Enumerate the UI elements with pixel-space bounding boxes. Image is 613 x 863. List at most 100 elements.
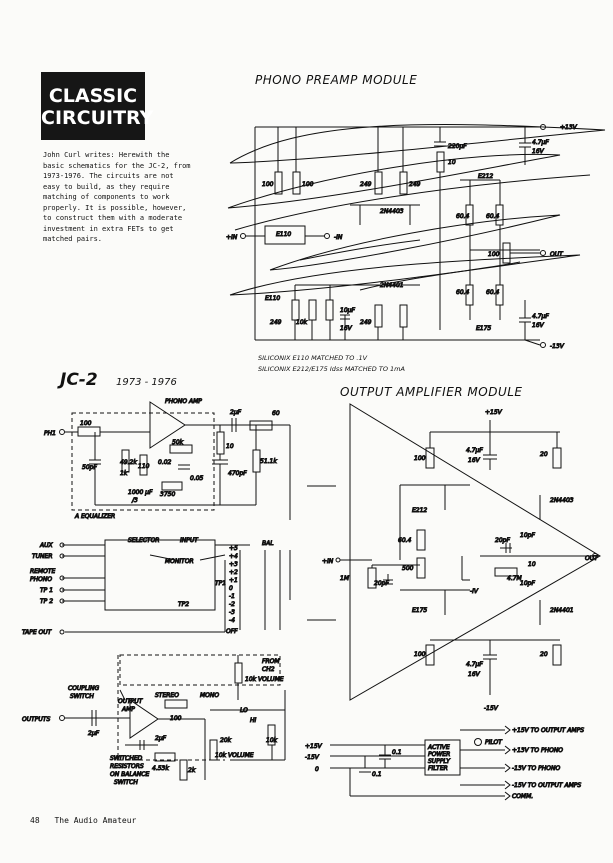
page-footer: 48 The Audio Amateur — [30, 816, 146, 825]
label-out-c20b: 20pF — [495, 537, 510, 544]
label-jc2-step-2: +3 — [229, 561, 238, 568]
phono-note-1: SILICONIX E110 MATCHED TO .1V — [258, 354, 368, 362]
label-ps-m15: -15V — [305, 754, 320, 761]
label-jc2-sw3: ON BALANCE — [110, 771, 149, 778]
label-jc2-step-0: +5 — [229, 545, 238, 552]
label-out-e212: E212 — [412, 507, 427, 514]
label-jc2-c2: 2µF — [230, 409, 242, 416]
label-jc2-tp1: TP 1 — [40, 587, 53, 594]
label-out-e175: E175 — [412, 607, 427, 614]
label-jc2-r100b: 100 — [170, 715, 182, 722]
label-jc2-phono-amp: PHONO AMP — [165, 398, 202, 405]
classic-circuitry-logo: CLASSIC CIRCUITRY — [41, 72, 153, 140]
label-jc2-mono: MONO — [200, 692, 219, 699]
label-phono-e175: E175 — [476, 325, 491, 332]
label-phono-r604c: 60.4 — [456, 289, 470, 296]
label-phono-r249a: 249 — [360, 181, 372, 188]
label-phono-m13: -13V — [550, 343, 565, 350]
label-jc2-selector: SELECTOR — [128, 537, 159, 544]
label-phono-r604b: 60.4 — [486, 213, 500, 220]
label-jc2-from: FROM — [262, 658, 280, 665]
label-jc2-tuner: TUNER — [32, 553, 53, 560]
label-jc2-stereo: STEREO — [155, 692, 179, 699]
label-jc2-remote: REMOTE — [30, 568, 56, 575]
label-phono-2n4401: 2N4401 — [380, 282, 404, 289]
label-out-v: -IV — [470, 588, 479, 595]
label-jc2-r50k: 50k — [172, 439, 184, 446]
label-out-r100b: 100 — [414, 651, 426, 658]
label-ps-pilot: PILOT — [485, 739, 503, 746]
label-phono-r604a: 60.4 — [456, 213, 470, 220]
label-phono-e110b: E110 — [265, 295, 280, 302]
label-jc2-sw1: SWITCHED — [110, 755, 143, 762]
label-jc2-sw4: SWITCH — [114, 779, 138, 786]
label-ps-o5: COMM. — [512, 793, 533, 800]
label-out-r10: 10 — [528, 561, 536, 568]
label-out-c47b: 4.7µF — [466, 661, 483, 668]
label-jc2-r3750: 3750 — [160, 491, 175, 498]
label-jc2-r453: 4.53k — [152, 765, 169, 772]
label-jc2-c50p: 50pF — [82, 464, 97, 471]
label-jc2-r511: 51.1k — [260, 458, 277, 465]
power-supply-labels: +15V -15V 0 0.1 0.1 ACTIVE POWER SUPPLY … — [305, 727, 585, 801]
label-out-m15: -15V — [484, 705, 499, 712]
label-phono-e212: E212 — [478, 173, 493, 180]
label-jc2-step-7: -2 — [229, 601, 235, 608]
label-jc2-monitor: MONITOR — [165, 558, 194, 565]
label-out-r20a: 20 — [540, 451, 548, 458]
label-jc2-bal: BAL — [262, 540, 274, 547]
label-jc2-switch: SWITCH — [70, 693, 94, 700]
label-jc2-r110: 110 — [138, 463, 150, 470]
label-jc2-coupling: COUPLING — [68, 685, 100, 692]
phono-note-2: SILICONIX E212/E175 Idss MATCHED TO 1mA — [258, 365, 405, 373]
jc2-title: JC-2 — [60, 370, 98, 390]
label-out-r20b: 20 — [540, 651, 548, 658]
label-jc2-r10: 10 — [226, 443, 234, 450]
output-amp-schematic — [307, 403, 601, 701]
phono-preamp-labels: +13V -13V OUT +IN -IN 100 100 249 249 24… — [226, 124, 579, 351]
label-jc2-tp2b: TP2 — [178, 601, 189, 608]
label-ps-c01b: 0.1 — [372, 771, 382, 778]
jc2-schematic — [59, 401, 291, 781]
label-phono-r10k: 10k — [296, 319, 308, 326]
label-ps-c01a: 0.1 — [392, 749, 402, 756]
page-number: 48 — [30, 816, 40, 825]
label-ps-zero: 0 — [315, 766, 319, 773]
label-jc2-c005: 0.05 — [190, 475, 204, 482]
label-ps-o4: -15V TO OUTPUT AMPS — [512, 782, 581, 789]
label-out-p15: +15V — [485, 409, 503, 416]
label-jc2-vol10kb: 10k VOLUME — [215, 752, 254, 759]
label-out-r100a: 100 — [414, 455, 426, 462]
label-out-2n4401: 2N4401 — [550, 607, 574, 614]
label-jc2-outputs: OUTPUTS — [22, 716, 50, 723]
label-jc2-r49: 49.2k — [120, 459, 137, 466]
label-out-c10b: 10pF — [520, 580, 535, 587]
label-jc2-phono: PHONO — [30, 576, 52, 583]
label-phono-r249b: 249 — [409, 181, 421, 188]
label-phono-r100out: 100 — [488, 251, 500, 258]
label-out-r604: 60.4 — [398, 537, 412, 544]
label-jc2-r2k: 2k — [188, 767, 196, 774]
label-jc2-tp2: TP 2 — [40, 598, 53, 605]
label-out-r47m: 4.7M — [507, 575, 523, 582]
label-jc2-tp1b: TP1 — [215, 580, 226, 587]
publication-name: The Audio Amateur — [54, 816, 137, 825]
label-jc2-sw2: RESISTORS — [110, 763, 144, 770]
label-jc2-step-5: 0 — [229, 585, 233, 592]
label-phono-2n4403: 2N4403 — [380, 208, 404, 215]
label-phono-c220: 220µF — [448, 143, 467, 150]
label-jc2-c1000: 1000 µF — [128, 489, 153, 496]
power-supply-schematic — [330, 725, 511, 801]
label-jc2-amp: AMP — [121, 706, 135, 713]
label-ps-box1: ACTIVE — [427, 744, 450, 751]
label-ps-box3: SUPPLY — [428, 758, 451, 765]
label-jc2-ch2: CH2 — [262, 666, 275, 673]
label-jc2-output-amp: OUTPUT — [118, 698, 144, 705]
label-jc2-c470: 470pF — [228, 470, 247, 477]
label-phono-c47b: 4.7µF — [532, 313, 549, 320]
label-jc2-r20k: 20k — [220, 737, 232, 744]
jc2-years: 1973 - 1976 — [116, 377, 177, 388]
label-phono-r100b: 100 — [302, 181, 314, 188]
label-jc2-aux: AUX — [39, 542, 53, 549]
